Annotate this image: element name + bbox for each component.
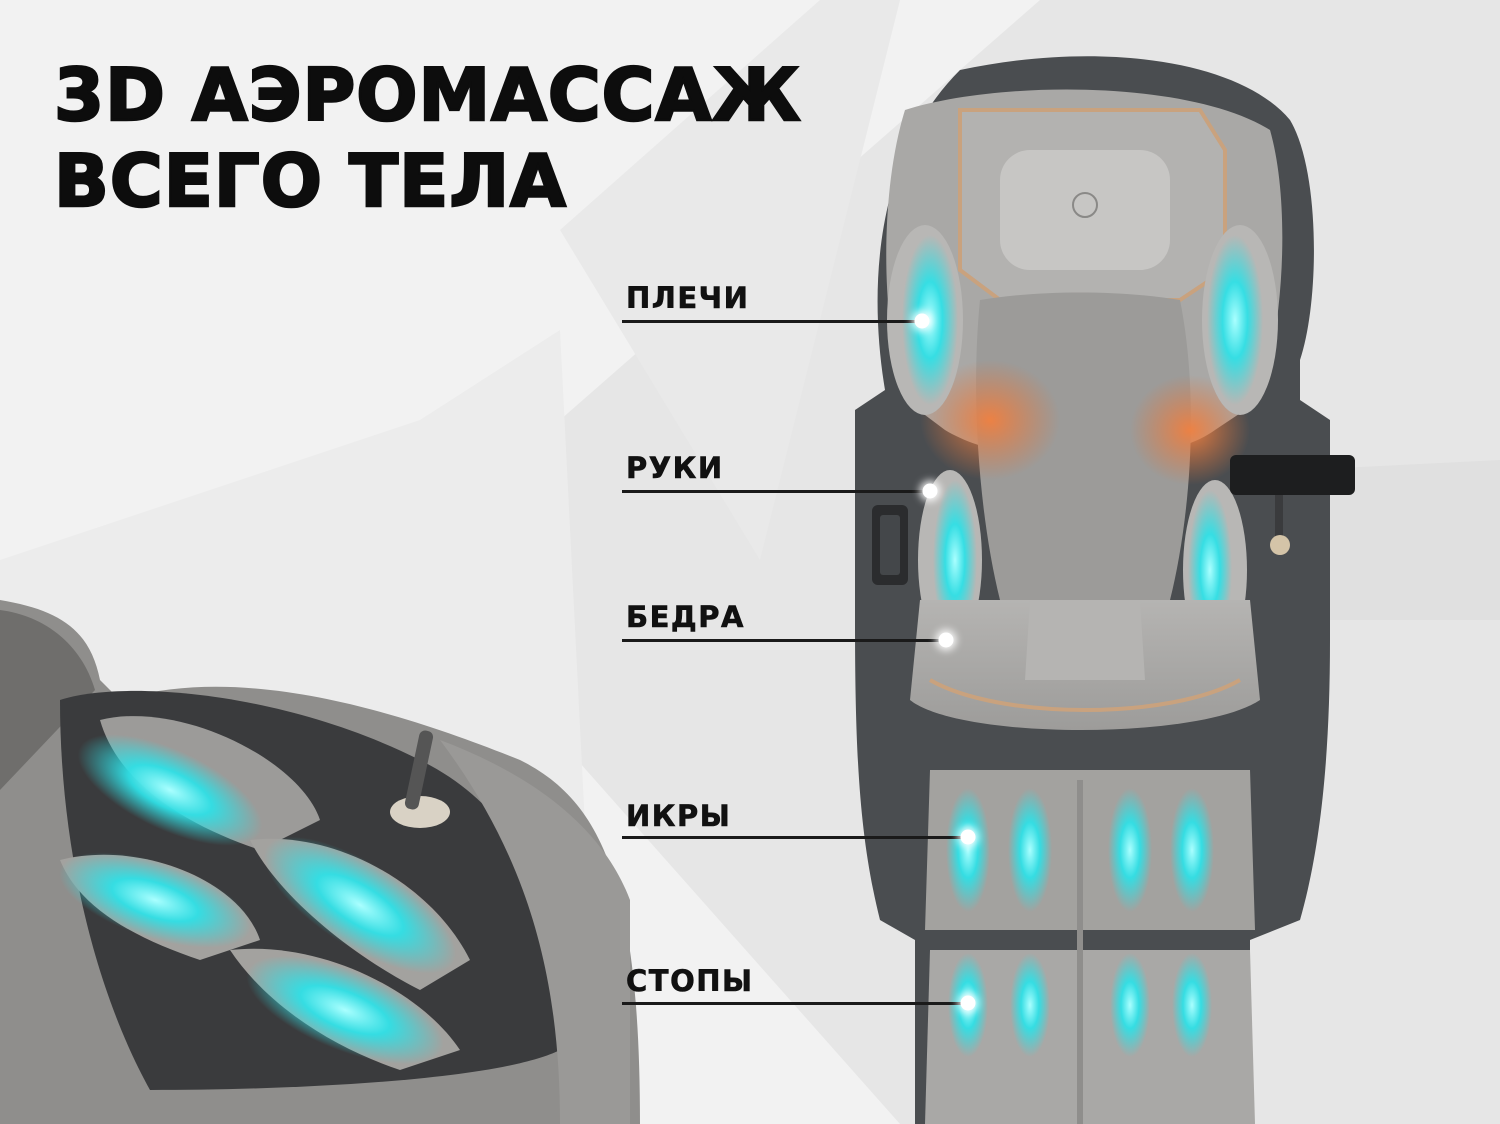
headline-line-2: ВСЕГО ТЕЛА (53, 138, 567, 225)
zone-line-hips (622, 639, 944, 642)
zone-line-shoulders (622, 320, 922, 323)
chair-front-view (855, 56, 1355, 1124)
side-closeup-view (0, 600, 640, 1124)
zone-line-feet (622, 1002, 967, 1005)
zone-label-calves: ИКРЫ (626, 799, 732, 834)
zone-dot-shoulders (914, 313, 930, 329)
zone-dot-feet (960, 995, 976, 1011)
zone-label-shoulders: ПЛЕЧИ (626, 281, 750, 316)
zone-label-feet: СТОПЫ (626, 964, 754, 999)
zone-line-arms (622, 490, 927, 493)
zone-line-calves (622, 836, 967, 839)
headline-line-1: 3D АЭРОМАССАЖ (53, 52, 802, 139)
zone-label-hips: БЕДРА (626, 600, 745, 635)
headline: 3D АЭРОМАССАЖ ВСЕГО ТЕЛА (53, 52, 802, 225)
zone-label-arms: РУКИ (626, 451, 724, 486)
zone-dot-arms (922, 483, 938, 499)
zone-dot-calves (960, 829, 976, 845)
zone-dot-hips (938, 632, 954, 648)
